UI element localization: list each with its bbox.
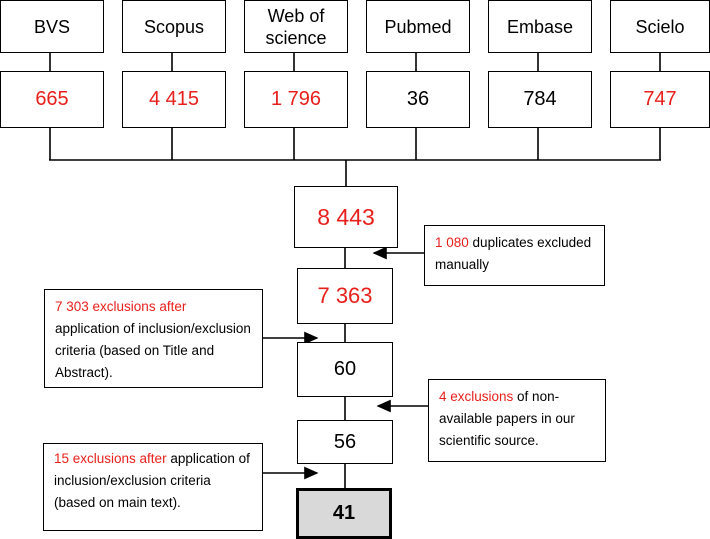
after-screening-value: 60 bbox=[333, 358, 357, 380]
count-box-web-of-science: 1 796 bbox=[244, 71, 348, 128]
fulltext-exclusion-text: application of inclusion/exclusion crite… bbox=[54, 451, 250, 510]
availability-exclusion-count: 4 exclusions bbox=[439, 389, 514, 404]
after-duplicates-value: 7 363 bbox=[317, 283, 373, 308]
duplicates-note-text: duplicates excluded manually bbox=[435, 235, 592, 272]
screening-exclusion-text: application of inclusion/exclusion crite… bbox=[55, 321, 251, 380]
after-screening-box: 60 bbox=[297, 342, 393, 397]
source-name: Pubmed bbox=[384, 16, 452, 37]
final-included-box: 41 bbox=[296, 488, 392, 539]
count-box-scielo: 747 bbox=[610, 71, 710, 128]
count-box-pubmed: 36 bbox=[366, 71, 470, 128]
count-value: 747 bbox=[643, 88, 677, 110]
after-availability-box: 56 bbox=[297, 420, 393, 464]
source-name: Web of science bbox=[265, 5, 327, 48]
availability-exclusion-text: of non-available papers in our scientifi… bbox=[439, 389, 575, 448]
source-box-embase: Embase bbox=[488, 0, 592, 53]
screening-exclusion-note: 7 303 exclusions after application of in… bbox=[44, 289, 263, 388]
count-box-embase: 784 bbox=[488, 71, 592, 128]
source-box-pubmed: Pubmed bbox=[366, 0, 470, 53]
source-name: BVS bbox=[33, 16, 71, 37]
count-box-bvs: 665 bbox=[0, 71, 104, 128]
count-value: 665 bbox=[35, 88, 69, 110]
count-box-scopus: 4 415 bbox=[122, 71, 226, 128]
count-value: 784 bbox=[523, 88, 557, 110]
source-name: Scopus bbox=[143, 16, 205, 37]
total-records-value: 8 443 bbox=[317, 203, 375, 230]
duplicates-note-count: 1 080 bbox=[435, 235, 469, 250]
source-box-bvs: BVS bbox=[0, 0, 104, 53]
fulltext-exclusion-note: 15 exclusions after application of inclu… bbox=[43, 443, 263, 531]
source-box-scielo: Scielo bbox=[610, 0, 710, 53]
source-box-scopus: Scopus bbox=[122, 0, 226, 53]
duplicates-note: 1 080 duplicates excluded manually bbox=[424, 225, 605, 286]
total-records-box: 8 443 bbox=[294, 186, 398, 248]
availability-exclusion-note: 4 exclusions of non-available papers in … bbox=[428, 379, 606, 462]
count-value: 36 bbox=[406, 88, 430, 110]
final-included-value: 41 bbox=[332, 502, 356, 524]
source-box-web-of-science: Web of science bbox=[244, 0, 348, 53]
source-name: Embase bbox=[506, 16, 574, 37]
count-value: 1 796 bbox=[270, 88, 322, 110]
screening-exclusion-count: 7 303 exclusions after bbox=[55, 299, 187, 314]
fulltext-exclusion-count: 15 exclusions after bbox=[54, 451, 167, 466]
source-name: Scielo bbox=[635, 16, 685, 37]
count-value: 4 415 bbox=[148, 88, 200, 110]
after-availability-value: 56 bbox=[333, 430, 357, 453]
after-duplicates-box: 7 363 bbox=[297, 268, 393, 324]
